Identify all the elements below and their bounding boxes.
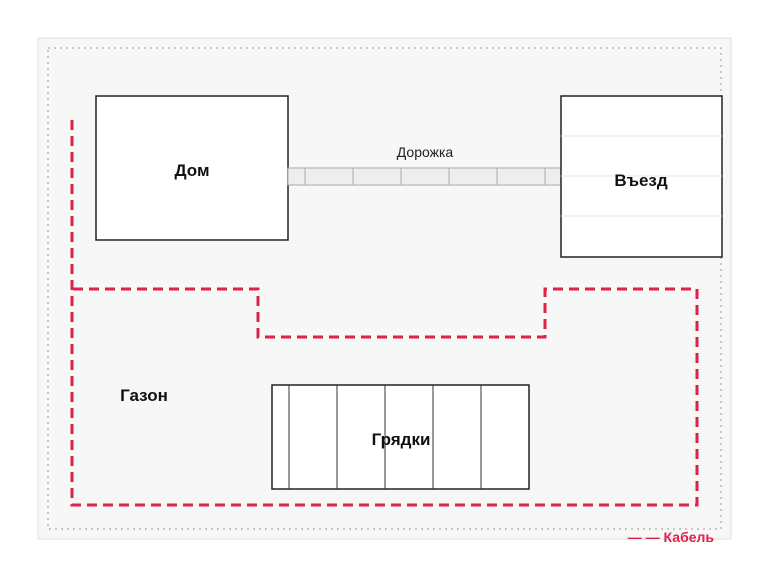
cable-route xyxy=(70,120,699,507)
garden-beds-block xyxy=(271,384,530,490)
driveway-label: Въезд xyxy=(614,171,668,190)
legend-cable: — — Кабель xyxy=(628,529,715,545)
garden-path xyxy=(287,167,562,186)
path-label: Дорожка xyxy=(397,144,454,160)
lawn-label: Газон xyxy=(120,386,168,405)
garden-bed-dividers xyxy=(288,385,482,489)
house-block xyxy=(95,95,289,241)
property-boundary xyxy=(47,47,722,530)
house-label: Дом xyxy=(174,161,209,180)
beds-label: Грядки xyxy=(372,430,431,449)
